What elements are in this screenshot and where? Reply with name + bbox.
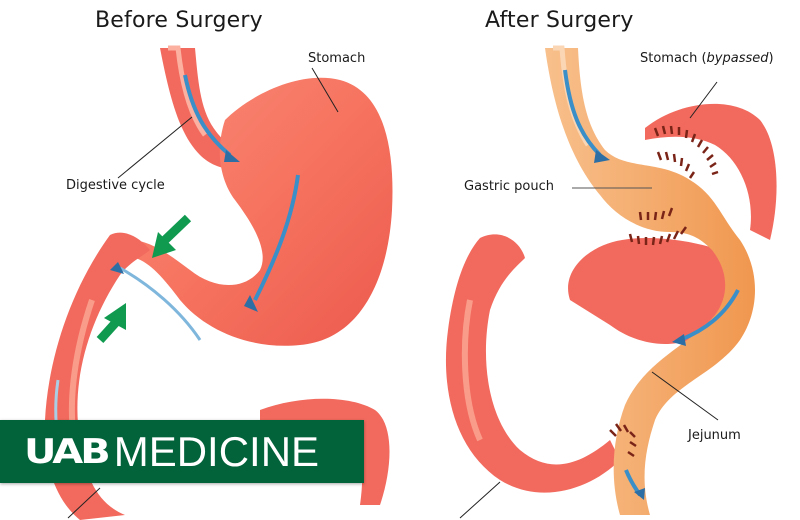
label-stomach-bypassed: Stomach (bypassed): [640, 51, 774, 66]
uab-medicine-banner: UAB MEDICINE: [0, 420, 364, 483]
label-stomach-bypassed-prefix: Stomach (: [640, 51, 707, 66]
medicine-logo-text: MEDICINE: [113, 427, 320, 475]
constriction-pointer-arrow-bottom: [96, 303, 126, 344]
after-stomach-drawing: [445, 45, 777, 519]
label-stomach-bypassed-suffix: ): [768, 51, 774, 66]
constriction-pointer-arrow-top: [152, 214, 192, 258]
before-surgery-title: Before Surgery: [95, 8, 263, 33]
label-stomach: Stomach: [308, 51, 366, 66]
label-digestive-cycle: Digestive cycle: [66, 178, 165, 193]
after-surgery-title: After Surgery: [485, 8, 634, 33]
label-jejunum: Jejunum: [688, 428, 741, 443]
staple-lines: [609, 125, 719, 458]
label-stomach-bypassed-italic: bypassed: [706, 51, 769, 66]
label-gastric-pouch: Gastric pouch: [464, 179, 554, 194]
uab-logo-mark: UAB: [24, 431, 111, 472]
